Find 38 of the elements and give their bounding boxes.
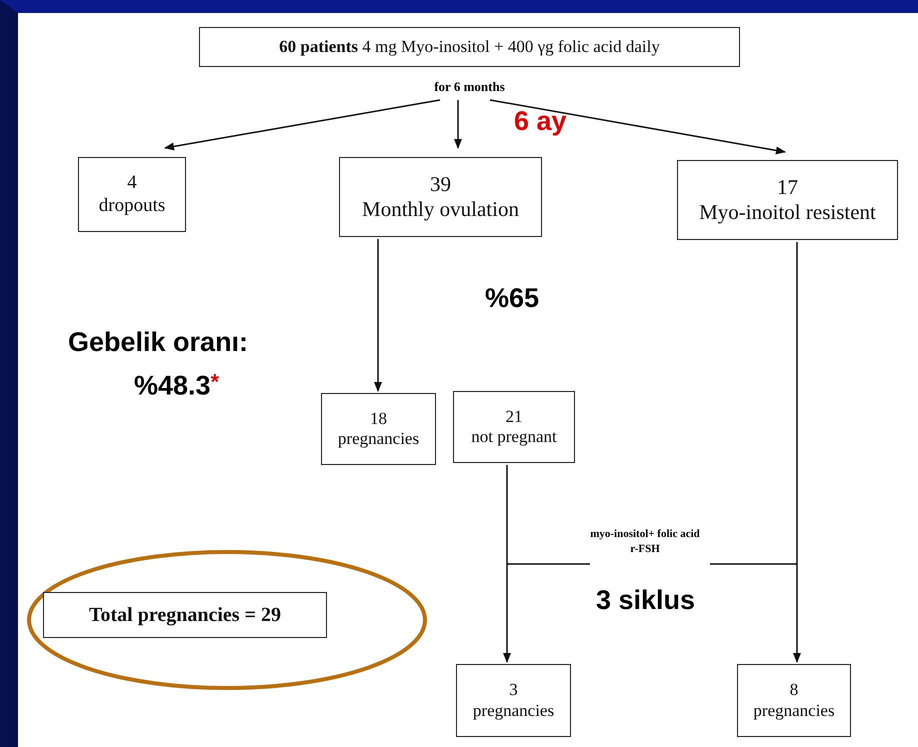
process-box (677, 160, 898, 240)
process-box (43, 592, 327, 638)
box-text: pregnancies (472, 700, 554, 721)
process-box (339, 157, 542, 237)
process-box (456, 664, 571, 737)
cycle-text: 3 siklus (596, 585, 696, 616)
box-text: Myo-inoitol resistent (699, 200, 876, 226)
box-text: not pregnant (471, 427, 557, 448)
process-box (78, 157, 186, 232)
count-text: 21 (506, 406, 522, 427)
box-text: Monthly ovulation (362, 197, 519, 222)
rate-label: Gebelik oranı: (68, 327, 248, 358)
arrow (503, 465, 511, 663)
count-text: 4 (127, 172, 137, 194)
process-box (321, 393, 436, 465)
count-text: 17 (777, 174, 798, 200)
process-box (737, 664, 851, 737)
arrow (454, 100, 462, 149)
box-text: pregnancies (338, 429, 420, 450)
count-text: 8 (790, 680, 798, 700)
box-text: Total pregnancies = 29 (89, 603, 281, 627)
count-text: 3 (509, 680, 518, 700)
process-box (199, 27, 740, 67)
duration-note: for 6 months (433, 79, 506, 95)
arrow (164, 99, 440, 150)
annotation-text: 6 ay (514, 106, 567, 137)
treatment-note: myo-inositol+ folic acid r-FSH (590, 527, 700, 557)
arrow (374, 239, 382, 392)
box-text: 60 patients 4 mg Myo-inositol + 400 γg folic acid daily (279, 36, 660, 58)
percentage-text: %65 (485, 283, 540, 314)
rate-value: %48.3$^{*}$ (134, 369, 219, 402)
count-text: 39 (430, 172, 451, 197)
count-text: 18 (370, 408, 387, 429)
process-box (453, 391, 575, 463)
box-text: dropouts (98, 194, 166, 218)
arrow (490, 99, 786, 154)
box-text: pregnancies (753, 700, 835, 721)
arrow (793, 242, 801, 663)
